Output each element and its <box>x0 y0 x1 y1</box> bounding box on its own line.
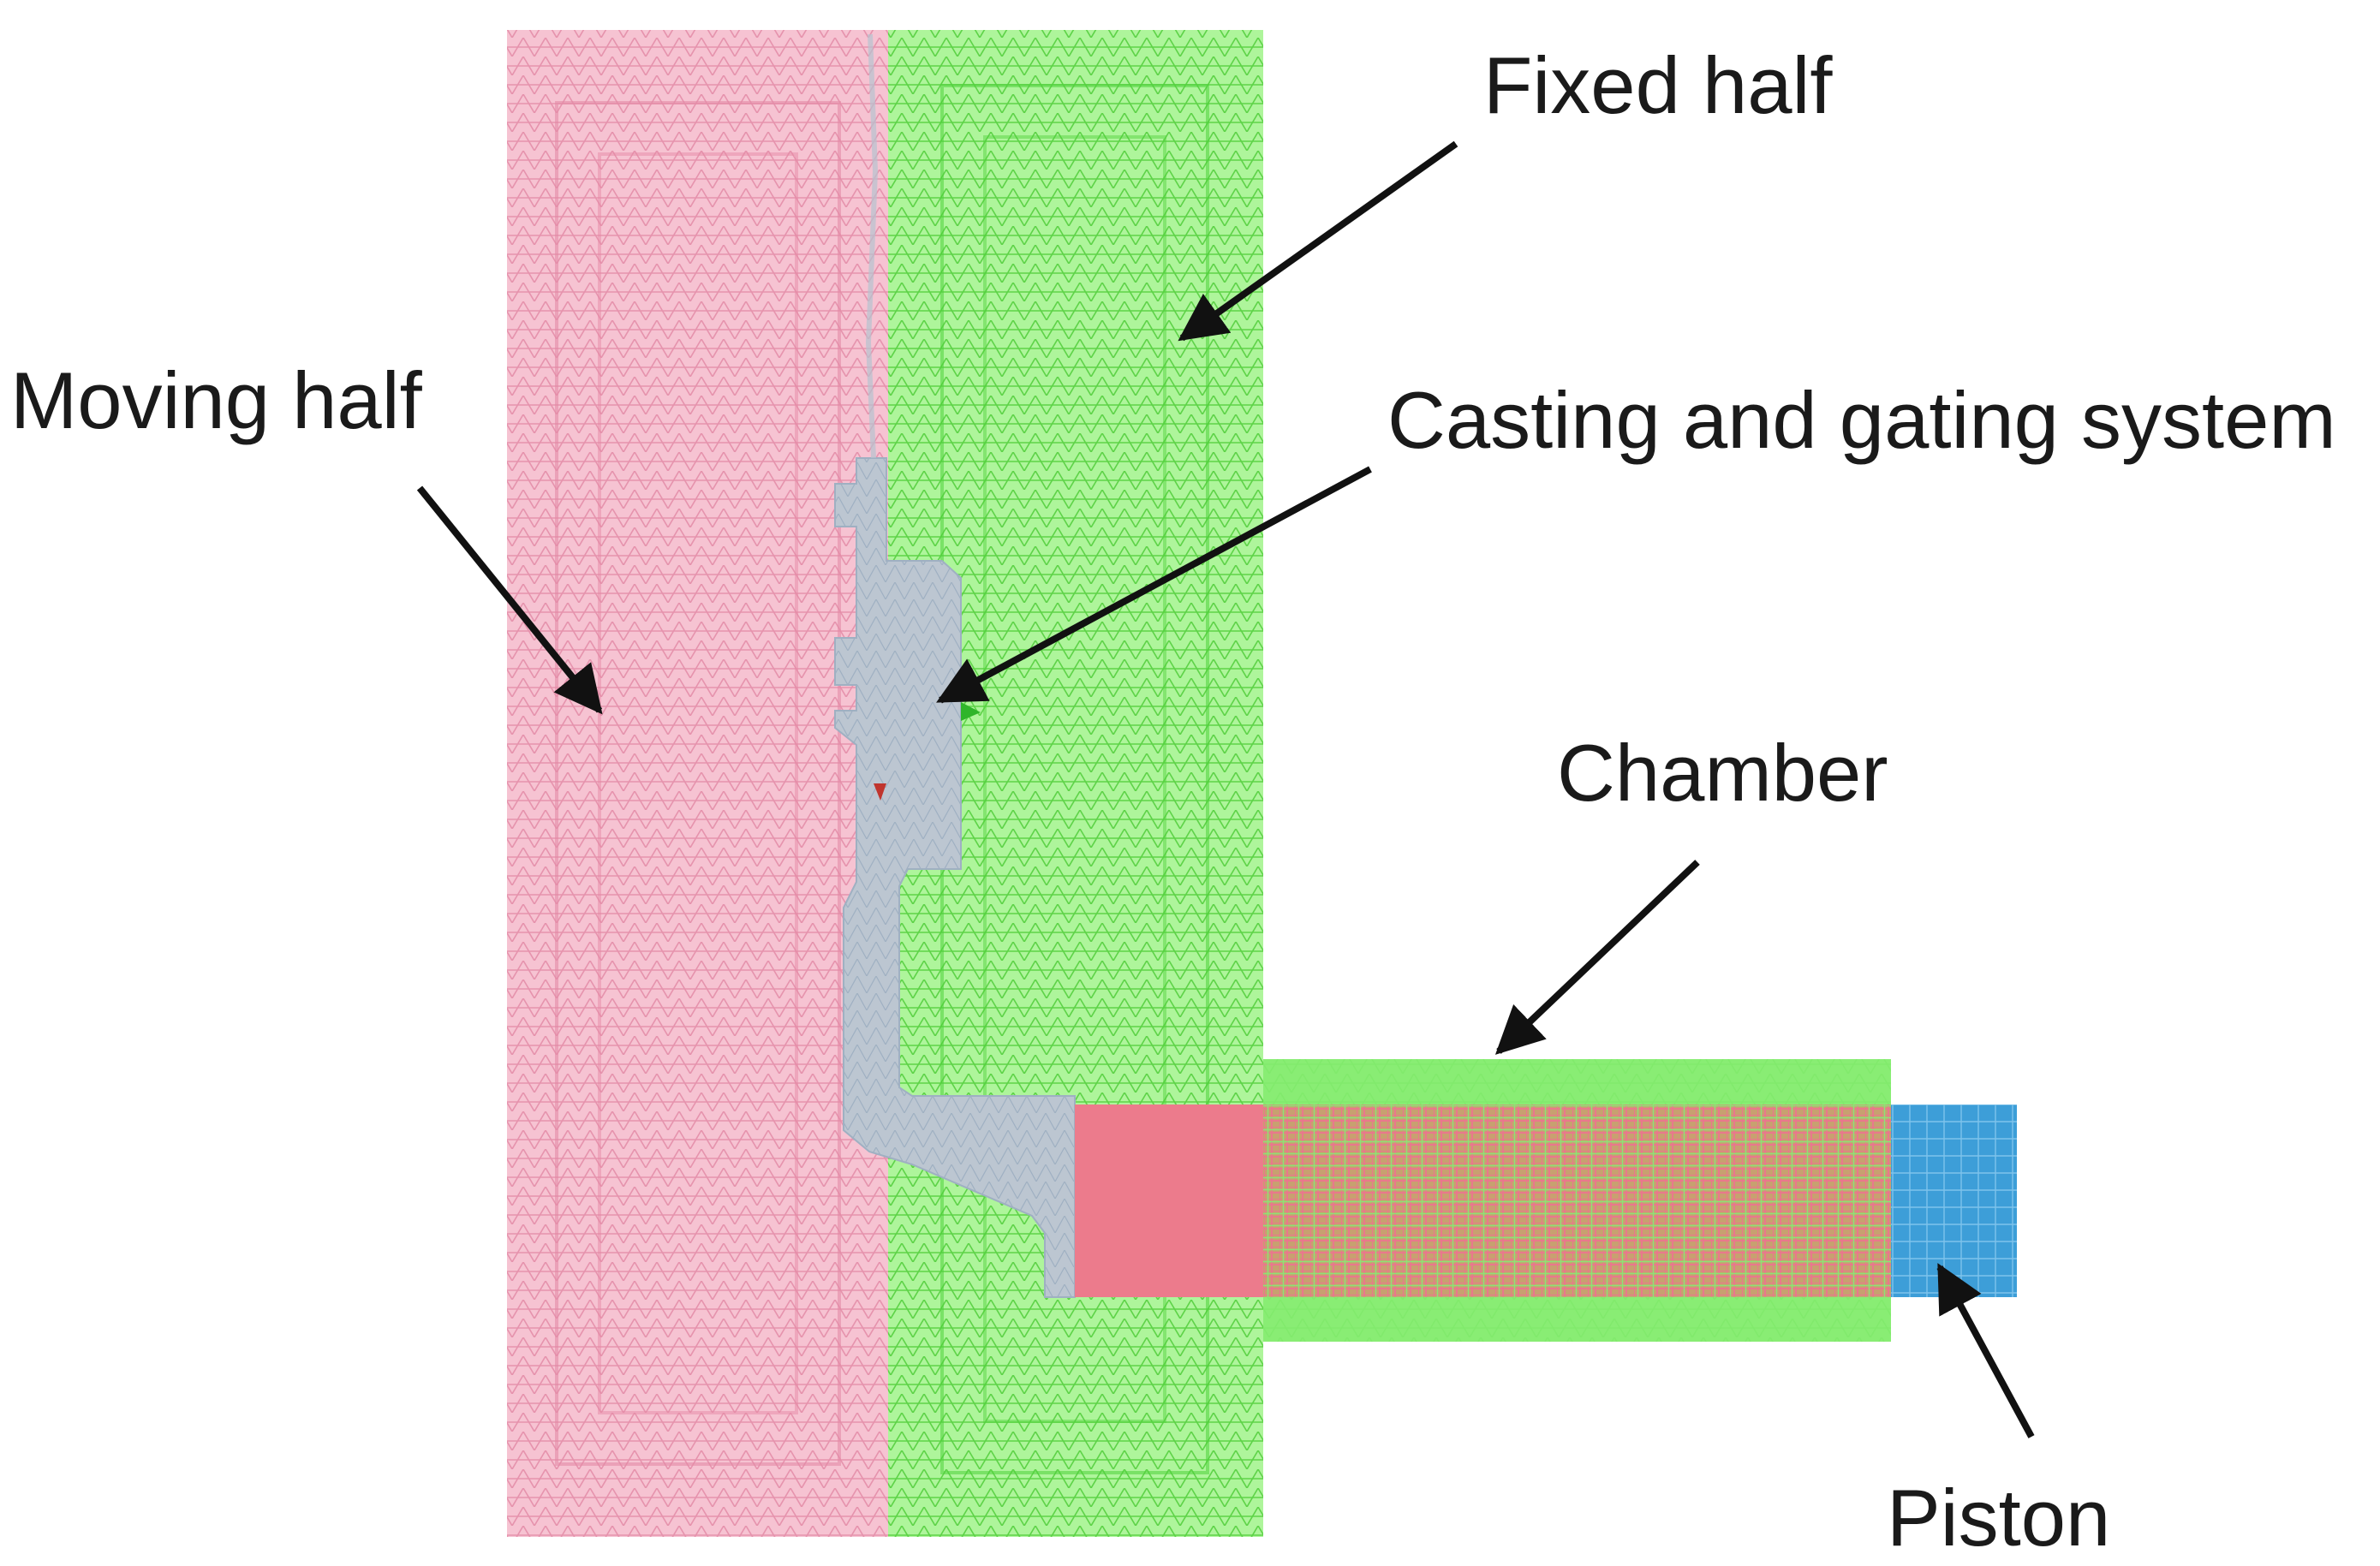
label-casting-gating: Casting and gating system <box>1387 375 2336 465</box>
arrow-fixed-half <box>1178 140 1458 342</box>
moving-half-block <box>507 30 888 1537</box>
label-fixed-half: Fixed half <box>1483 40 1833 130</box>
arrow-chamber <box>1494 860 1700 1055</box>
casting-gating-system <box>834 33 1076 1298</box>
arrow-piston <box>1936 1263 2035 1438</box>
arrow-moving-half <box>416 485 603 715</box>
label-piston: Piston <box>1887 1473 2110 1563</box>
chamber-block <box>1075 1059 1891 1342</box>
arrow-casting-gating <box>936 466 1372 704</box>
label-chamber: Chamber <box>1557 728 1888 818</box>
piston-block <box>1891 1105 2017 1297</box>
label-moving-half: Moving half <box>10 355 423 445</box>
